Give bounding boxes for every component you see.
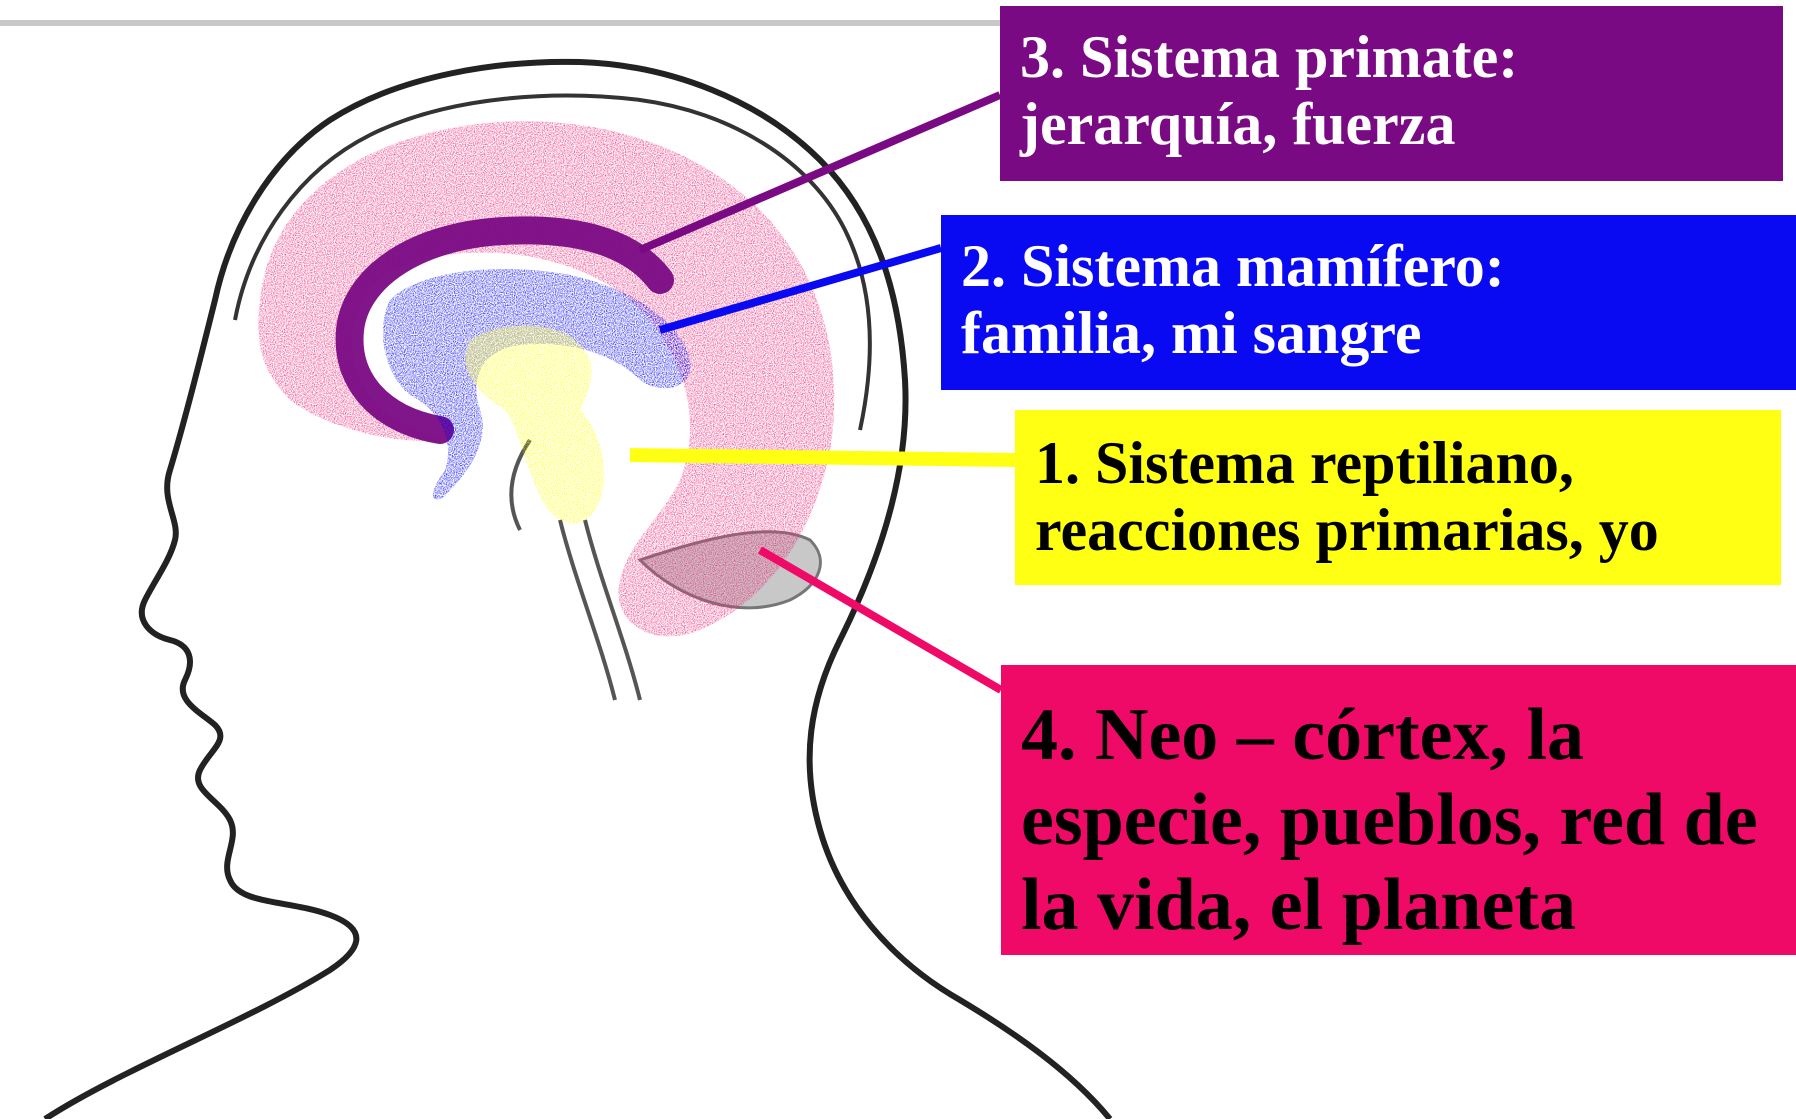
head-inner-outline (233, 93, 872, 431)
reptil-label-box: 1. Sistema reptiliano, reacciones primar… (1015, 410, 1781, 585)
reptil-region (465, 325, 604, 524)
mamifero-label-line2: familia, mi sangre (961, 300, 1422, 367)
neo-label-line2: especie, pueblos, red de (1021, 779, 1758, 862)
primate-region (335, 216, 674, 444)
neo-leader (757, 546, 1004, 694)
mamifero-label-box: 2. Sistema mamífero: familia, mi sangre (941, 215, 1796, 390)
neo-label-line1: 4. Neo – córtex, la (1021, 694, 1585, 776)
reptil-label-line2: reacciones primarias, yo (1035, 497, 1659, 564)
top-rule (0, 20, 1000, 26)
primate-label-line1: 3. Sistema primate: (1020, 24, 1519, 90)
primate-label-box: 3. Sistema primate: jerarquía, fuerza (1000, 6, 1783, 181)
reptil-leader (629, 448, 1016, 467)
primate-label-line2: jerarquía, fuerza (1020, 91, 1456, 158)
head-outline (43, 58, 1113, 1119)
neo-label-box: 4. Neo – córtex, la especie, pueblos, re… (1001, 665, 1796, 955)
mamifero-label-line1: 2. Sistema mamífero: (961, 233, 1505, 299)
mamifero-leader (658, 244, 943, 334)
mamifero-region (382, 268, 691, 500)
reptil-label-line1: 1. Sistema reptiliano, (1035, 430, 1574, 496)
primate-leader (638, 91, 1002, 254)
neo-label-line3: la vida, el planeta (1021, 864, 1577, 947)
